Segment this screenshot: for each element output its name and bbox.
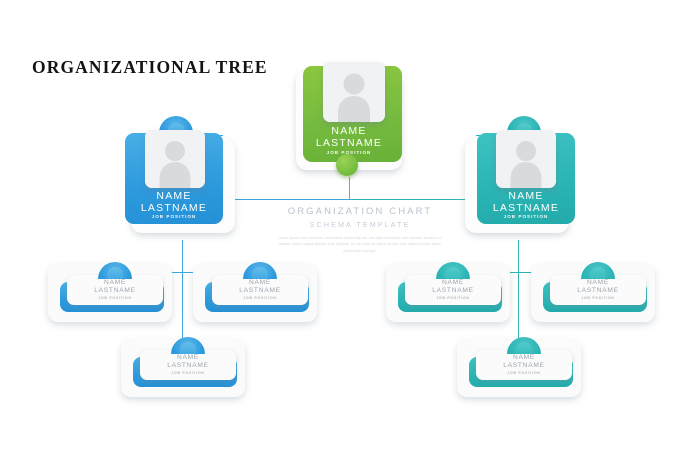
caption-subheading: SCHEMA TEMPLATE <box>309 220 411 229</box>
node-name-first: NAME <box>156 190 192 202</box>
card-name: NAME LASTNAME <box>405 279 501 294</box>
connector-bus-right <box>349 199 510 200</box>
connector-left-spine <box>182 240 183 347</box>
org-card-right-3[interactable]: NAME LASTNAME JOB POSITION <box>457 337 581 397</box>
person-placeholder-icon <box>323 62 385 122</box>
connector-right-spine <box>518 240 519 347</box>
card-name-first: NAME <box>441 279 465 286</box>
card-position: JOB POSITION <box>436 296 470 300</box>
pin-ball <box>336 154 358 176</box>
card-knob-icon <box>171 337 205 354</box>
card-name: NAME LASTNAME <box>550 279 646 294</box>
knob-bump <box>252 267 268 279</box>
org-card-left-1[interactable]: NAME LASTNAME JOB POSITION <box>48 262 172 322</box>
card-position: JOB POSITION <box>581 296 615 300</box>
card-name-first: NAME <box>176 354 200 361</box>
caption-body: Lorem ipsum dolor sit amet, consectetur … <box>278 236 442 253</box>
card-name: NAME LASTNAME <box>212 279 308 294</box>
node-name: NAME LASTNAME <box>296 125 402 149</box>
page-title: ORGANIZATIONAL TREE <box>32 57 268 77</box>
person-placeholder-icon <box>496 130 556 188</box>
org-node-top[interactable]: NAME LASTNAME JOB POSITION <box>296 62 402 176</box>
node-name: NAME LASTNAME <box>477 190 575 214</box>
card-name-last: LASTNAME <box>577 286 619 294</box>
card-inner <box>212 275 308 305</box>
node-position: JOB POSITION <box>326 150 372 155</box>
knob-bump <box>516 342 532 354</box>
card-inner <box>140 350 236 380</box>
card-inner <box>67 275 163 305</box>
org-card-left-3[interactable]: NAME LASTNAME JOB POSITION <box>121 337 245 397</box>
card-position: JOB POSITION <box>171 371 205 375</box>
node-pin-icon <box>336 154 358 176</box>
card-name-last: LASTNAME <box>94 286 136 294</box>
card-name-first: NAME <box>586 279 610 286</box>
card-name: NAME LASTNAME <box>476 354 572 369</box>
node-position: JOB POSITION <box>503 214 549 219</box>
node-position: JOB POSITION <box>151 214 197 219</box>
knob-bump <box>107 267 123 279</box>
node-name: NAME LASTNAME <box>125 190 223 214</box>
node-name-last: LASTNAME <box>492 202 560 214</box>
card-position: JOB POSITION <box>243 296 277 300</box>
card-position: JOB POSITION <box>98 296 132 300</box>
card-inner <box>405 275 501 305</box>
card-knob-icon <box>581 262 615 279</box>
card-knob-icon <box>436 262 470 279</box>
node-name-last: LASTNAME <box>315 137 383 149</box>
card-knob-icon <box>243 262 277 279</box>
node-name-first: NAME <box>508 190 544 202</box>
card-name-last: LASTNAME <box>432 286 474 294</box>
card-name: NAME LASTNAME <box>140 354 236 369</box>
node-name-first: NAME <box>331 125 367 137</box>
card-position: JOB POSITION <box>507 371 541 375</box>
card-inner <box>476 350 572 380</box>
knob-bump <box>180 342 196 354</box>
card-name: NAME LASTNAME <box>67 279 163 294</box>
node-name-last: LASTNAME <box>140 202 208 214</box>
card-knob-icon <box>98 262 132 279</box>
connector-left-branch <box>110 272 255 273</box>
card-knob-icon <box>507 337 541 354</box>
knob-bump <box>590 267 606 279</box>
card-name-last: LASTNAME <box>167 361 209 369</box>
org-card-right-2[interactable]: NAME LASTNAME JOB POSITION <box>531 262 655 322</box>
card-name-first: NAME <box>512 354 536 361</box>
caption-heading: ORGANIZATION CHART <box>287 206 433 217</box>
connector-top-stem <box>349 177 351 200</box>
org-node-right[interactable]: NAME LASTNAME JOB POSITION <box>465 116 575 233</box>
org-card-left-2[interactable]: NAME LASTNAME JOB POSITION <box>193 262 317 322</box>
connector-right-branch <box>448 272 593 273</box>
card-inner <box>550 275 646 305</box>
card-name-last: LASTNAME <box>239 286 281 294</box>
center-caption: ORGANIZATION CHART SCHEMA TEMPLATE Lorem… <box>270 206 450 254</box>
knob-bump <box>445 267 461 279</box>
connector-bus-left <box>190 199 350 200</box>
person-placeholder-icon <box>145 130 205 188</box>
org-node-left[interactable]: NAME LASTNAME JOB POSITION <box>125 116 235 233</box>
org-card-right-1[interactable]: NAME LASTNAME JOB POSITION <box>386 262 510 322</box>
card-name-last: LASTNAME <box>503 361 545 369</box>
card-name-first: NAME <box>248 279 272 286</box>
card-name-first: NAME <box>103 279 127 286</box>
